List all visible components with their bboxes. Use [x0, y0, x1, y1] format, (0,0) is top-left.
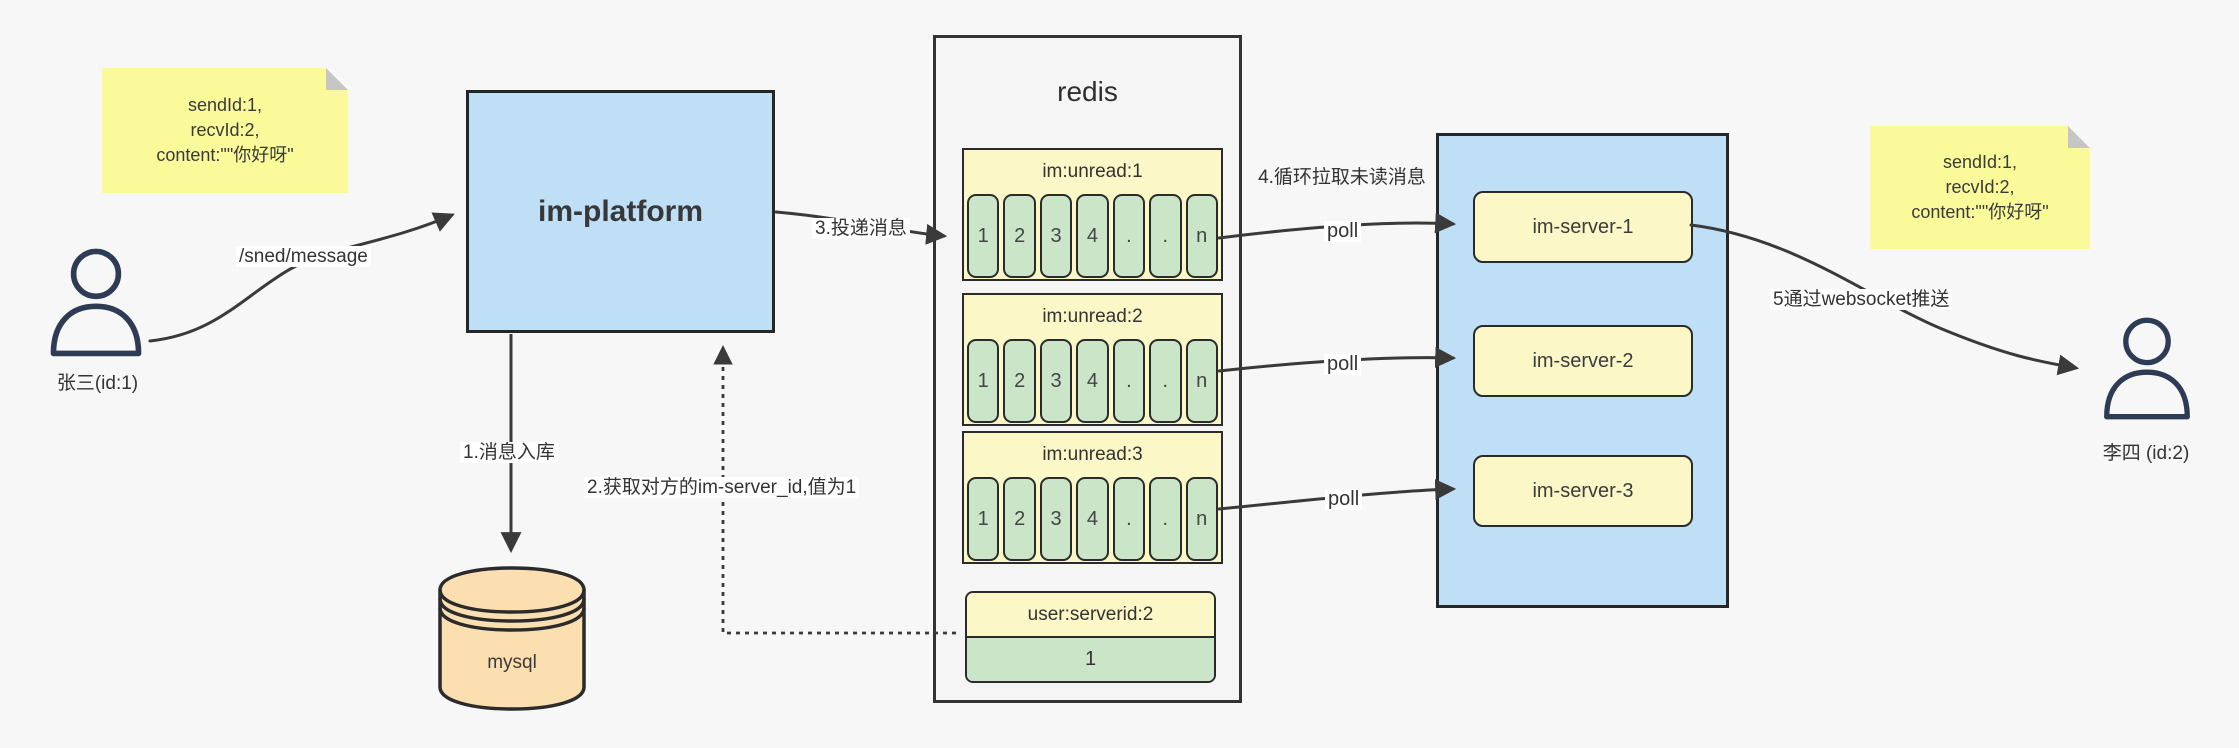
redis-title: redis — [1057, 76, 1118, 107]
label-step5: 5通过websocket推送 — [1770, 289, 1953, 310]
queue-cell: 3 — [1039, 194, 1073, 278]
queue-cell: 3 — [1039, 339, 1073, 423]
queue-cell: 4 — [1076, 194, 1109, 278]
queue-cell: . — [1149, 339, 1182, 423]
queue-cell: n — [1185, 194, 1218, 278]
queue-cell: n — [1185, 339, 1218, 423]
note-line: sendId:1, — [187, 95, 263, 115]
person-icon — [50, 248, 142, 357]
label-poll-3: poll — [1325, 489, 1363, 510]
queue-cell: n — [1185, 477, 1218, 561]
queue-cell: 2 — [1003, 339, 1036, 423]
queue-cell: 4 — [1076, 477, 1109, 561]
label-step4: 4.循环拉取未读消息 — [1258, 167, 1426, 188]
im-server-2-node: im-server-2 — [1473, 325, 1693, 397]
note-fold-icon — [326, 68, 348, 90]
note-fold-icon — [2068, 126, 2090, 148]
queue-cell: 1 — [967, 194, 1000, 278]
im-platform-node: im-platform — [466, 90, 775, 333]
queue-cells: 1 2 3 4 . . n — [967, 339, 1218, 423]
mapping-key: user:serverid:2 — [967, 593, 1214, 638]
note-line: recvId:2, — [1945, 177, 2015, 197]
note-line: content:""你好呀" — [1911, 202, 2049, 222]
label-send-api: /sned/message — [236, 246, 371, 267]
note-line: content:""你好呀" — [156, 145, 294, 165]
redis-queue-unread-3: im:unread:3 1 2 3 4 . . n — [962, 431, 1223, 564]
person-icon — [2104, 317, 2190, 420]
queue-label: im:unread:1 — [1042, 161, 1143, 182]
queue-cell: . — [1149, 194, 1182, 278]
redis-container: redis im:unread:1 1 2 3 4 . . n im:unrea… — [933, 35, 1242, 703]
label-step3: 3.投递消息 — [812, 218, 910, 239]
redis-queue-unread-1: im:unread:1 1 2 3 4 . . n — [962, 148, 1223, 281]
queue-cell: 2 — [1003, 194, 1036, 278]
queue-cell: 4 — [1076, 339, 1109, 423]
im-server-1-label: im-server-1 — [1532, 215, 1634, 238]
receiver-label: 李四 (id:2) — [2102, 443, 2190, 464]
queue-label: im:unread:3 — [1042, 444, 1143, 465]
label-poll-2: poll — [1324, 354, 1362, 375]
im-server-1-node: im-server-1 — [1473, 191, 1693, 263]
im-server-3-label: im-server-3 — [1532, 479, 1634, 502]
redis-user-serverid-block: user:serverid:2 1 — [965, 591, 1216, 683]
mapping-value: 1 — [967, 638, 1214, 681]
sticky-note-receiver: sendId:1, recvId:2, content:""你好呀" — [1870, 126, 2090, 249]
label-poll-1: poll — [1324, 221, 1362, 242]
note-line: sendId:1, — [1942, 152, 2018, 172]
edge-send-message — [148, 212, 455, 343]
im-server-3-node: im-server-3 — [1473, 455, 1693, 527]
im-platform-label: im-platform — [538, 194, 703, 228]
note-line: recvId:2, — [190, 120, 260, 140]
queue-cell: . — [1112, 339, 1146, 423]
label-step2: 2.获取对方的im-server_id,值为1 — [584, 477, 860, 498]
queue-cell: . — [1112, 477, 1146, 561]
sender-label: 张三(id:1) — [56, 373, 139, 394]
redis-queue-unread-2: im:unread:2 1 2 3 4 . . n — [962, 293, 1223, 426]
queue-cell: 2 — [1003, 477, 1036, 561]
queue-label: im:unread:2 — [1042, 306, 1143, 327]
queue-cell: . — [1149, 477, 1182, 561]
queue-cell: . — [1112, 194, 1146, 278]
queue-cell: 1 — [967, 339, 1000, 423]
mysql-database-icon — [438, 566, 586, 711]
queue-cell: 1 — [967, 477, 1000, 561]
sticky-note-sender: sendId:1, recvId:2, content:""你好呀" — [102, 68, 348, 193]
im-server-2-label: im-server-2 — [1532, 349, 1634, 372]
queue-cells: 1 2 3 4 . . n — [967, 194, 1218, 278]
queue-cell: 3 — [1039, 477, 1073, 561]
label-step1: 1.消息入库 — [460, 442, 558, 463]
queue-cells: 1 2 3 4 . . n — [967, 477, 1218, 561]
mysql-label: mysql — [487, 652, 537, 673]
im-server-container: im-server-1 im-server-2 im-server-3 — [1436, 133, 1729, 608]
